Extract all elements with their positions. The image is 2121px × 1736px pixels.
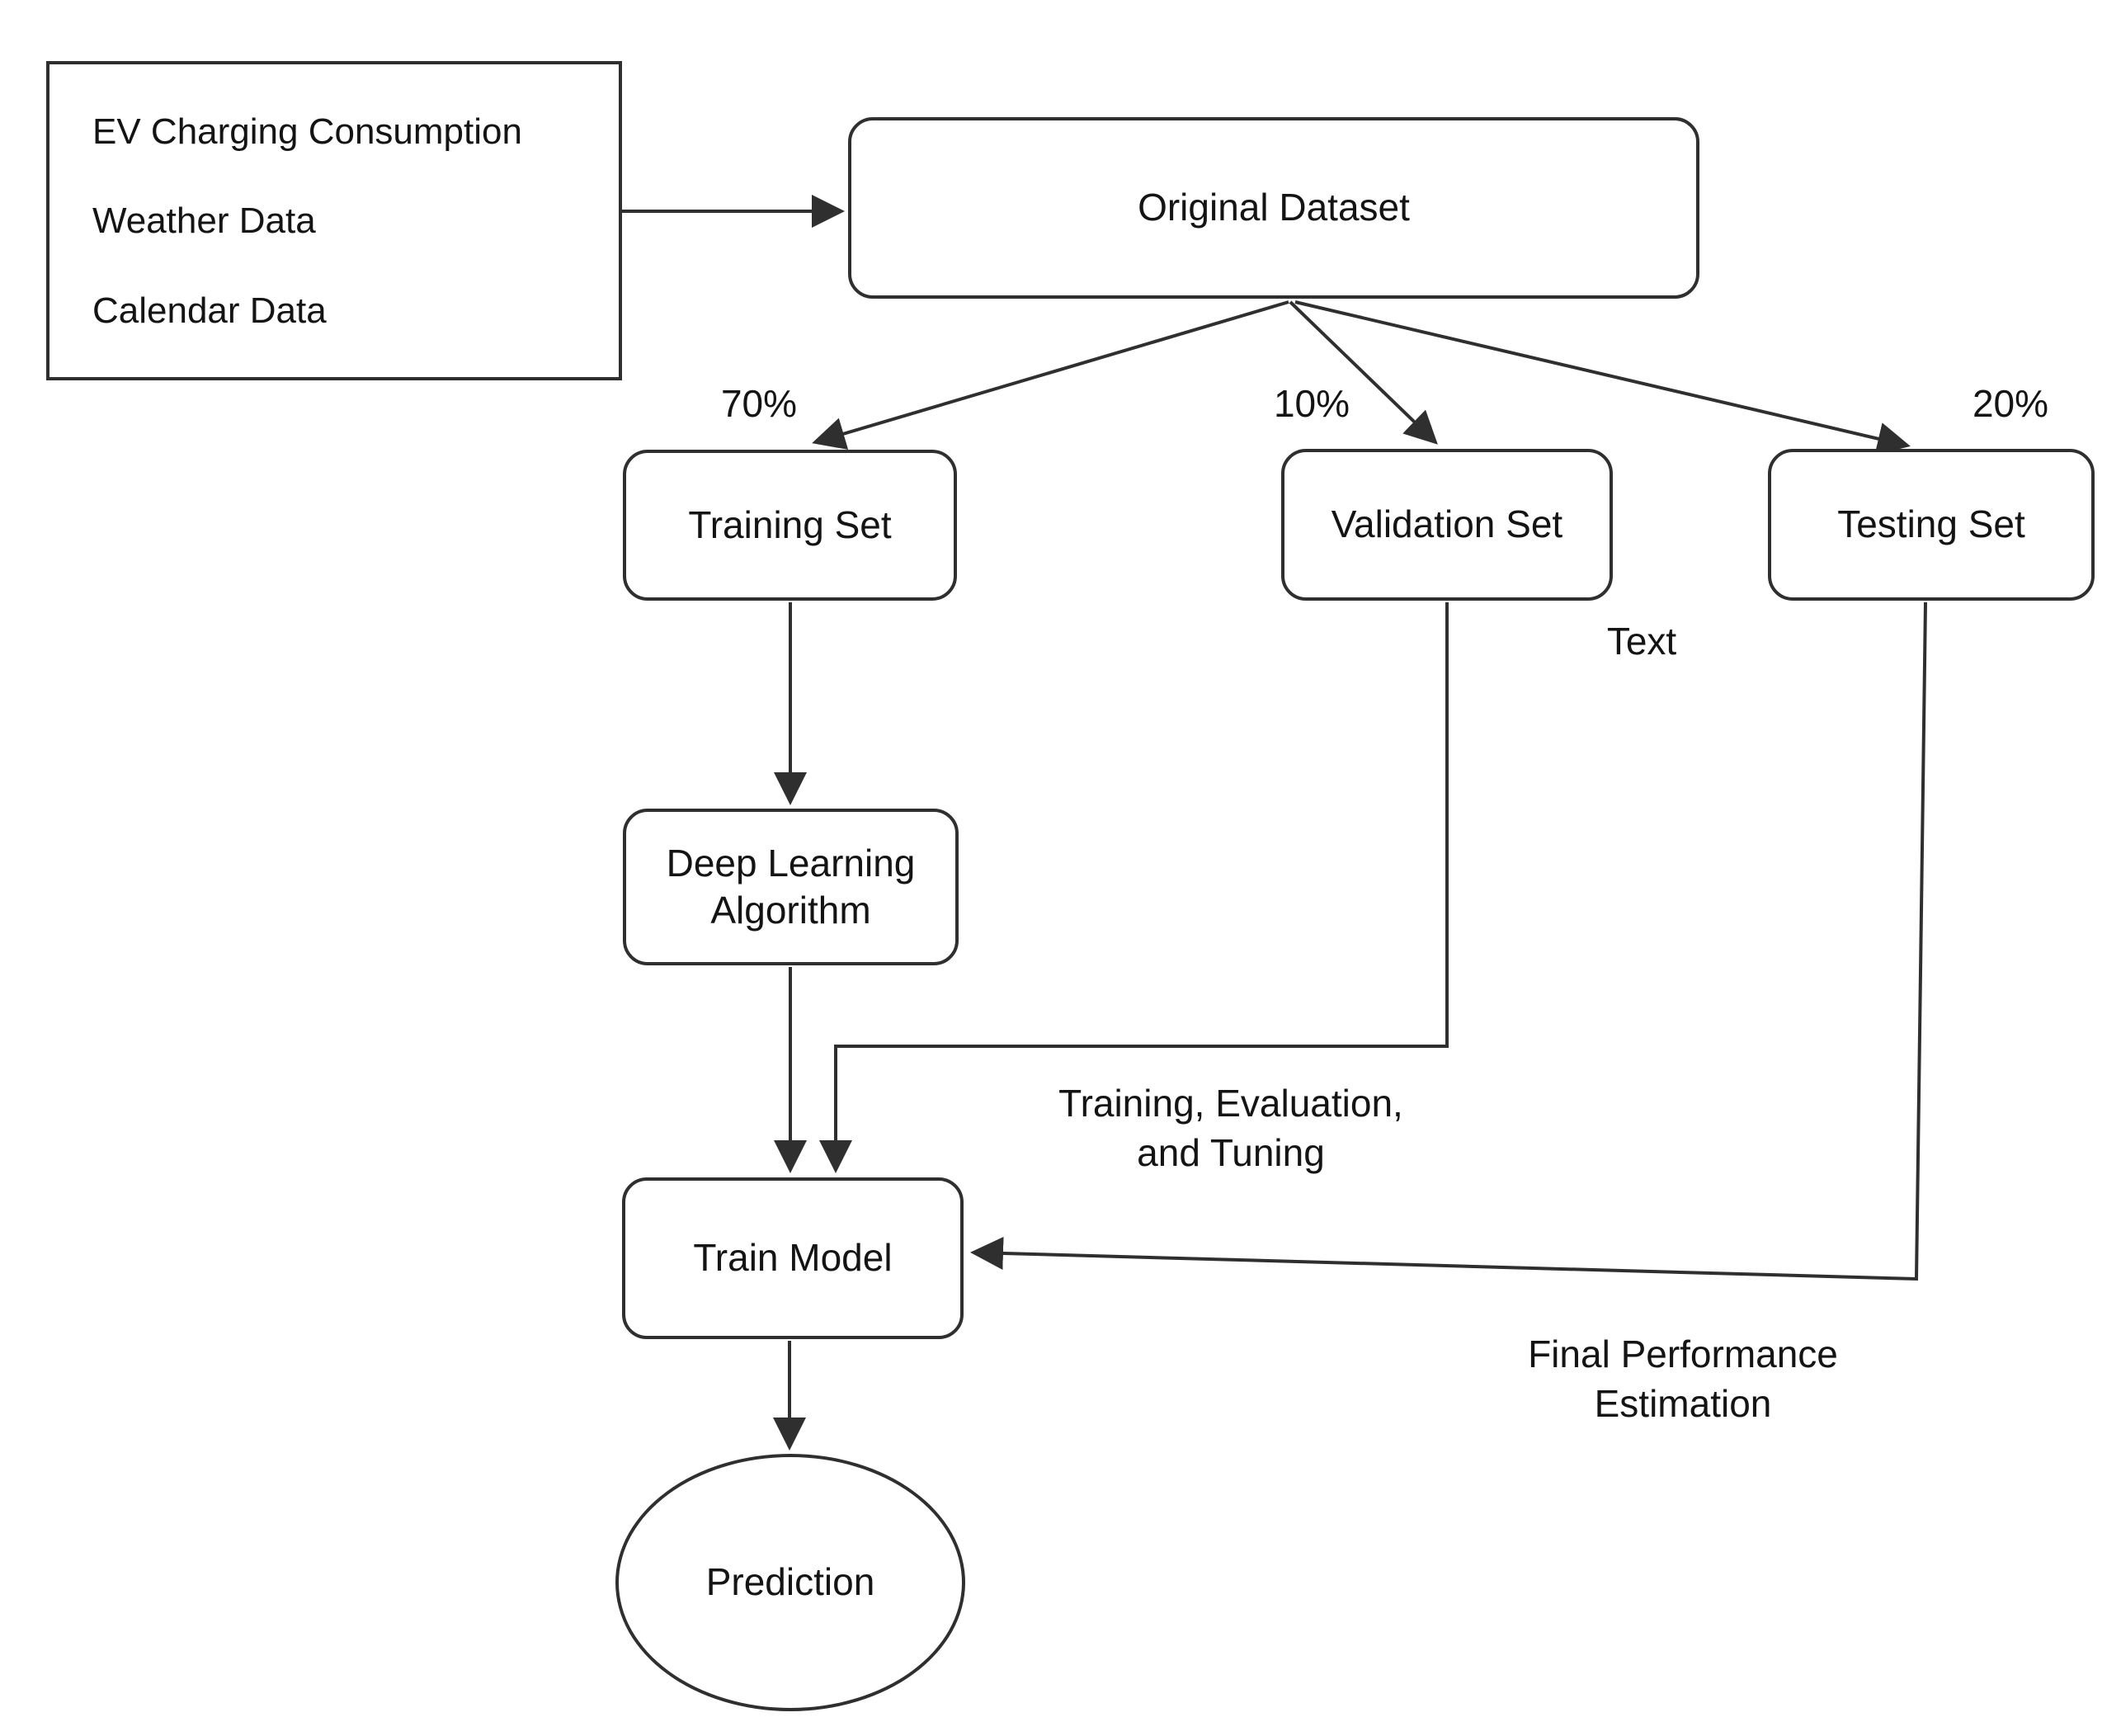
node-prediction: Prediction <box>615 1454 965 1711</box>
node-original-dataset-label: Original Dataset <box>1138 186 1410 229</box>
edge-label-stray-text: Text <box>1606 620 1677 663</box>
node-train-model-label: Train Model <box>693 1236 893 1280</box>
edge-label-tuning-note: Training, Evaluation, and Tuning <box>1058 1082 1403 1174</box>
input-source-weather: Weather Data <box>92 200 316 241</box>
node-testing-set-label: Testing Set <box>1837 502 2025 546</box>
edge-label-validation-split-pct: 10% <box>1273 382 1350 426</box>
node-deep-learning-algorithm-label: Deep Learning Algorithm <box>666 841 916 932</box>
edge-dataset-to-validation-set <box>1289 300 1438 445</box>
edge-label-training-split-pct: 70% <box>720 382 798 426</box>
node-testing-set: Testing Set <box>1768 449 2095 601</box>
edge-dataset-to-testing-set <box>1294 300 1911 455</box>
edge-dataset-to-training-set <box>812 300 1289 450</box>
node-prediction-label: Prediction <box>705 1560 875 1604</box>
node-validation-set-label: Validation Set <box>1331 502 1563 546</box>
edge-label-testing-split-pct: 20% <box>1972 382 2049 426</box>
node-validation-set: Validation Set <box>1281 449 1613 601</box>
node-training-set: Training Set <box>623 450 957 601</box>
edge-testing-set-to-train-model <box>970 601 1927 1281</box>
input-source-ev-charging: EV Charging Consumption <box>92 111 522 152</box>
edge-label-final-performance-note: Final Performance Estimation <box>1528 1333 1838 1425</box>
node-input-sources: EV Charging Consumption Weather Data Cal… <box>46 61 622 380</box>
node-original-dataset: Original Dataset <box>848 117 1699 299</box>
node-deep-learning-algorithm: Deep Learning Algorithm <box>623 809 959 965</box>
edge-validation-set-to-train-model <box>819 602 1449 1173</box>
input-source-calendar: Calendar Data <box>92 290 327 331</box>
node-train-model: Train Model <box>622 1177 964 1339</box>
node-training-set-label: Training Set <box>688 502 892 546</box>
